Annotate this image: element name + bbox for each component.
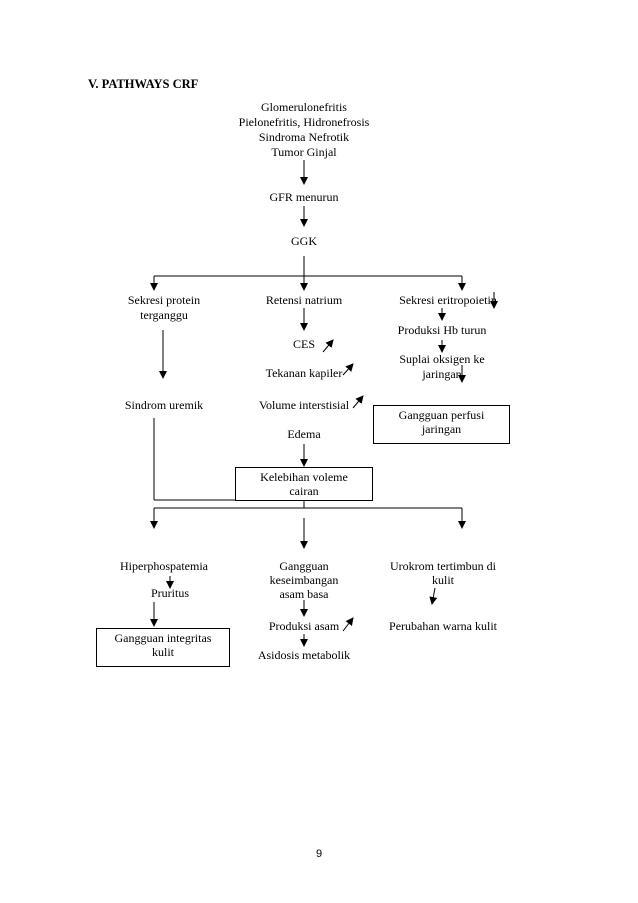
node-ggk: GGK	[291, 234, 317, 248]
cause-item: Pielonefritis, Hidronefrosis	[238, 115, 370, 129]
section-title: V. PATHWAYS CRF	[88, 77, 199, 91]
node-edema: Edema	[287, 427, 321, 441]
node-suplai-oksigen: jaringan	[422, 367, 462, 381]
node-ces: CES	[292, 337, 315, 351]
box-gangguan-perfusi: Gangguan perfusi jaringan	[373, 405, 510, 444]
box-gangguan-integritas: Gangguan integritas kulit	[96, 628, 230, 667]
box-line: Gangguan integritas	[114, 631, 212, 645]
cause-item: Glomerulonefritis	[261, 100, 347, 114]
node-suplai-oksigen: Suplai oksigen ke	[399, 352, 485, 366]
arrow-up-ces	[322, 339, 334, 353]
node-sindrom-uremik: Sindrom uremik	[124, 398, 204, 412]
node-produksi-hb: Produksi Hb turun	[397, 323, 487, 337]
box-kelebihan-volume: Kelebihan voleme cairan	[235, 467, 373, 501]
node-tekanan-kapiler: Tekanan kapiler	[265, 366, 343, 380]
node-asidosis-metabolik: Asidosis metabolik	[257, 648, 351, 662]
node-produksi-asam: Produksi asam	[268, 619, 340, 633]
node-sekresi-eritropoietin: Sekresi eritropoietin	[399, 293, 497, 307]
box-line: cairan	[289, 484, 319, 498]
node-gangguan-asam-basa: asam basa	[279, 587, 329, 601]
node-sekresi-protein: Sekresi protein	[127, 293, 201, 307]
arrow-up-tekanan	[342, 363, 354, 376]
node-urokrom: Urokrom tertimbun di	[390, 559, 496, 573]
node-gfr: GFR menurun	[269, 190, 339, 204]
arrow-up-volume	[352, 395, 364, 409]
node-perubahan-warna-kulit: Perubahan warna kulit	[389, 619, 497, 633]
arrow-up-produksi	[342, 617, 354, 632]
box-line: Kelebihan voleme	[260, 470, 348, 484]
arrow-down-urokrom	[429, 587, 438, 605]
box-line: Gangguan perfusi	[398, 408, 485, 422]
node-pruritus: Pruritus	[150, 586, 189, 600]
node-gangguan-asam-basa: keseimbangan	[269, 573, 339, 587]
node-volume-interstisial: Volume interstisial	[258, 398, 350, 412]
cause-item: Tumor Ginjal	[271, 145, 337, 159]
page-number: 9	[315, 848, 323, 860]
node-sekresi-protein: terganggu	[140, 308, 188, 322]
node-retensi-natrium: Retensi natrium	[265, 293, 343, 307]
box-line: kulit	[151, 645, 174, 659]
node-gangguan-asam-basa: Gangguan	[279, 559, 329, 573]
node-hiperphospatemia: Hiperphospatemia	[120, 559, 208, 573]
box-line: jaringan	[421, 422, 462, 436]
node-urokrom: kulit	[431, 573, 454, 587]
cause-item: Sindroma Nefrotik	[258, 130, 350, 144]
